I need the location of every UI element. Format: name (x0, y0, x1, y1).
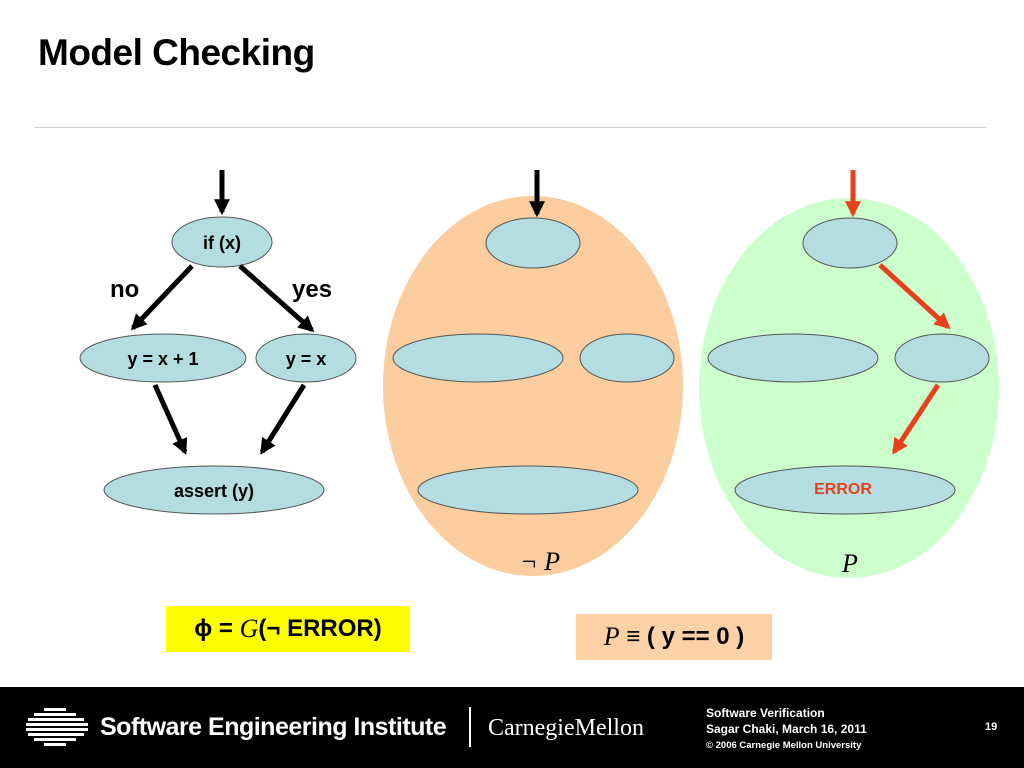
footer-bar: Software Engineering Institute CarnegieM… (0, 687, 1024, 768)
author-date: Sagar Chaki, March 16, 2011 (706, 722, 867, 736)
edge-no (130, 264, 194, 331)
node-if-label: if (x) (203, 233, 241, 253)
node-if (171, 216, 273, 268)
copyright: © 2006 Carnegie Mellon University (706, 740, 862, 751)
control-flow-graph: if (x) no yes y = x + 1 y = x assert (y) (79, 170, 357, 515)
node-assert (103, 465, 325, 515)
sei-logo-icon (26, 708, 88, 746)
edge-yes (238, 264, 315, 333)
slide-title: Model Checking (38, 32, 315, 73)
node-then-label: y = x + 1 (127, 349, 198, 369)
p-node-right (894, 333, 990, 383)
error-node-label: ERROR (814, 481, 872, 498)
university-name: CarnegieMellon (488, 715, 644, 741)
edge-no-label: no (110, 276, 139, 303)
p-node-left (707, 333, 879, 383)
p-node-top (802, 217, 898, 269)
model-checking-diagram: if (x) no yes y = x + 1 y = x assert (y)… (79, 170, 999, 578)
phi-prefix: ϕ = (194, 615, 240, 642)
course-name: Software Verification (706, 706, 825, 720)
node-then (79, 333, 247, 383)
error-path-arrow-1 (878, 263, 951, 330)
p-region: ERROR P (699, 170, 999, 578)
phi-suffix: (¬ ERROR) (258, 615, 382, 642)
title-divider (34, 127, 986, 128)
p-node-error (734, 465, 956, 515)
phi-formula: ϕ = G (¬ ERROR) (166, 606, 410, 652)
not-p-label: ¬ P (520, 547, 560, 576)
node-assert-label: assert (y) (174, 481, 254, 501)
globally-operator: G (239, 614, 259, 643)
institute-name: Software Engineering Institute (100, 713, 447, 741)
node-else (255, 333, 357, 383)
p-symbol: P (603, 622, 620, 651)
not-p-node-left (392, 333, 564, 383)
p-def-text: ≡ ( y == 0 ) (619, 623, 745, 650)
not-p-node-right (579, 333, 675, 383)
not-p-node-bottom (417, 465, 639, 515)
p-label: P (841, 549, 858, 578)
node-else-label: y = x (286, 349, 327, 369)
edge-then-assert (152, 383, 188, 455)
p-definition: P ≡ ( y == 0 ) (576, 614, 772, 660)
not-p-region: ¬ P (383, 170, 683, 576)
not-p-node-top (485, 217, 581, 269)
error-path-arrow-2 (891, 383, 941, 455)
edge-else-assert (259, 383, 307, 455)
footer-divider (469, 707, 471, 747)
page-number: 19 (985, 721, 998, 733)
edge-yes-label: yes (292, 276, 332, 303)
